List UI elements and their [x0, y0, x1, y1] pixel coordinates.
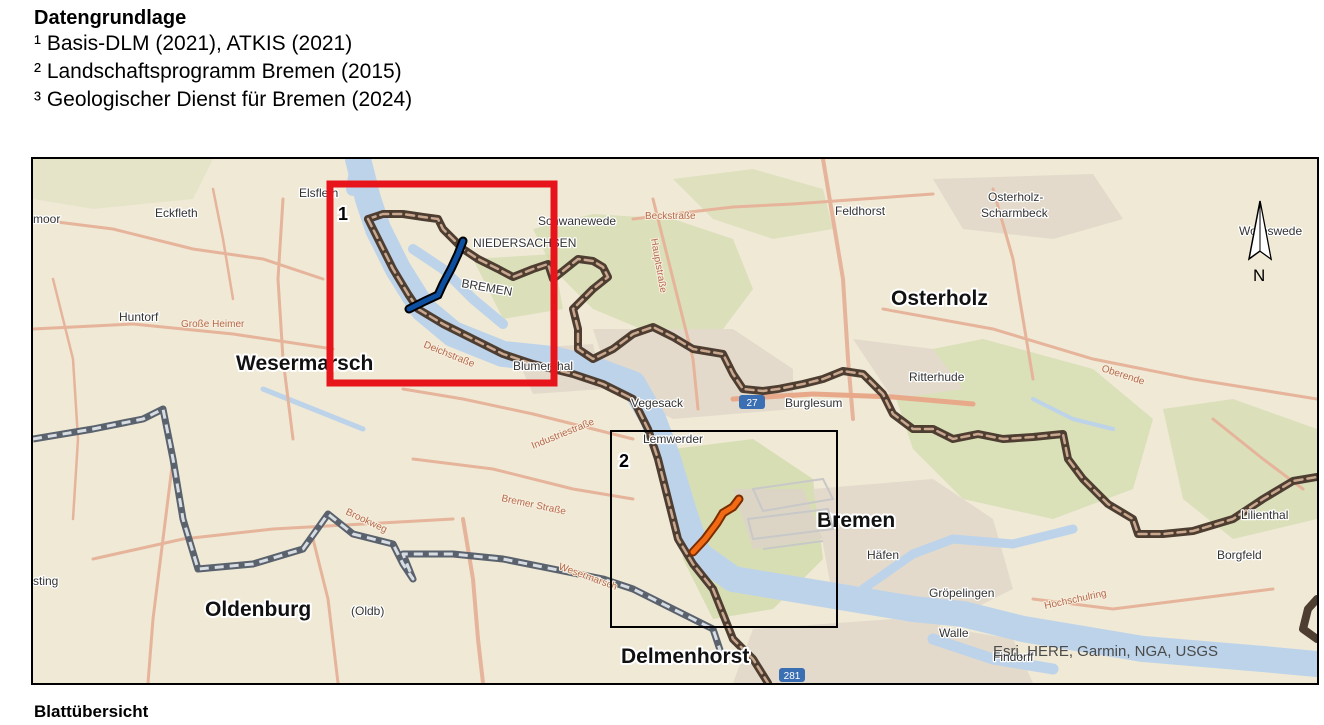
state-boundary-bremen [364, 210, 1317, 683]
place-label-schwanewede: Schwanewede [538, 214, 616, 228]
sheet-frame-1[interactable] [326, 180, 558, 387]
place-labels: Elsfleth Eckfleth moor Huntorf Schwanewe… [33, 185, 1304, 666]
place-label-moor: moor [33, 212, 60, 226]
place-label-groepelingen: Gröpelingen [929, 586, 994, 600]
legend-item-landschaftsprogramm: ² Landschaftsprogramm Bremen (2015) [34, 60, 402, 83]
place-label-worpswede: Worpswede [1239, 224, 1302, 238]
region-label-wesermarsch: Wesermarsch [236, 352, 373, 375]
region-label-oldenburg: Oldenburg [205, 598, 311, 621]
district-boundaries [33, 405, 727, 661]
motorway-shield-label-a281: 281 [784, 671, 801, 682]
legend-item-basis-dlm: ¹ Basis-DLM (2021), ATKIS (2021) [34, 32, 353, 55]
place-label-lemwerder: Lemwerder [643, 432, 703, 446]
place-label-vegesack: Vegesack [631, 396, 684, 410]
road-label-grosse-heimer: Große Heimer [181, 319, 245, 330]
roads [33, 159, 1317, 683]
project-segment-1-fill [406, 238, 466, 312]
place-label-haefen: Häfen [867, 548, 899, 562]
north-arrow-label: N [1253, 266, 1265, 285]
sheet-number-2: 2 [619, 451, 629, 471]
place-label-osterholz-scharmbeck-2: Scharmbeck [981, 206, 1049, 220]
place-label-walle: Walle [939, 626, 969, 640]
region-labels: Wesermarsch Oldenburg (Oldb) Osterholz B… [203, 285, 990, 670]
region-label-oldenburg-suffix: (Oldb) [351, 604, 384, 618]
motorway-shield-label-a27: 27 [746, 398, 758, 409]
legend-item-geologischer-dienst: ³ Geologischer Dienst für Bremen (2024) [34, 88, 413, 111]
place-label-feldhorst: Feldhorst [835, 204, 886, 218]
airport-area [746, 477, 835, 550]
place-label-huntorf: Huntorf [119, 310, 159, 324]
motorway-shield-a27 [739, 395, 765, 409]
motorway-shield-a281 [779, 668, 805, 682]
sheet-number-1: 1 [338, 204, 348, 224]
sheet-overview-title: Blattübersicht [34, 702, 149, 721]
place-label-niedersachsen: NIEDERSACHSEN [473, 236, 576, 250]
north-arrow: N [1247, 200, 1273, 285]
motorway-shields: 27 281 [739, 395, 805, 682]
map-attribution: Esri, HERE, Garmin, NGA, USGS [993, 643, 1218, 660]
place-label-lilienthal: Lilienthal [1241, 508, 1288, 522]
place-label-sting: sting [33, 574, 58, 588]
place-label-borgfeld: Borgfeld [1217, 548, 1262, 562]
region-label-osterholz: Osterholz [891, 287, 988, 310]
place-label-burglesum: Burglesum [785, 396, 842, 410]
overview-map[interactable]: .lbl-big { font-family:"Liberation Sans"… [31, 157, 1319, 685]
place-label-ritterhude: Ritterhude [909, 370, 965, 384]
map-canvas: .lbl-big { font-family:"Liberation Sans"… [33, 159, 1317, 683]
north-arrow-right-half-icon [1259, 200, 1272, 261]
data-sources-legend: Datengrundlage ¹ Basis-DLM (2021), ATKIS… [34, 6, 412, 114]
place-label-eckfleth: Eckfleth [155, 206, 198, 220]
project-segment-2-fill [690, 496, 742, 555]
road-label-beckstrasse: Beckstraße [645, 211, 696, 222]
legend-title: Datengrundlage [34, 7, 187, 29]
place-label-osterholz-scharmbeck-1: Osterholz- [988, 190, 1043, 204]
sheet-frame-2[interactable] [610, 430, 838, 628]
region-label-delmenhorst: Delmenhorst [621, 645, 749, 668]
place-label-blumenthal: Blumenthal [513, 359, 573, 373]
place-label-findorff: Findorff [993, 650, 1034, 664]
